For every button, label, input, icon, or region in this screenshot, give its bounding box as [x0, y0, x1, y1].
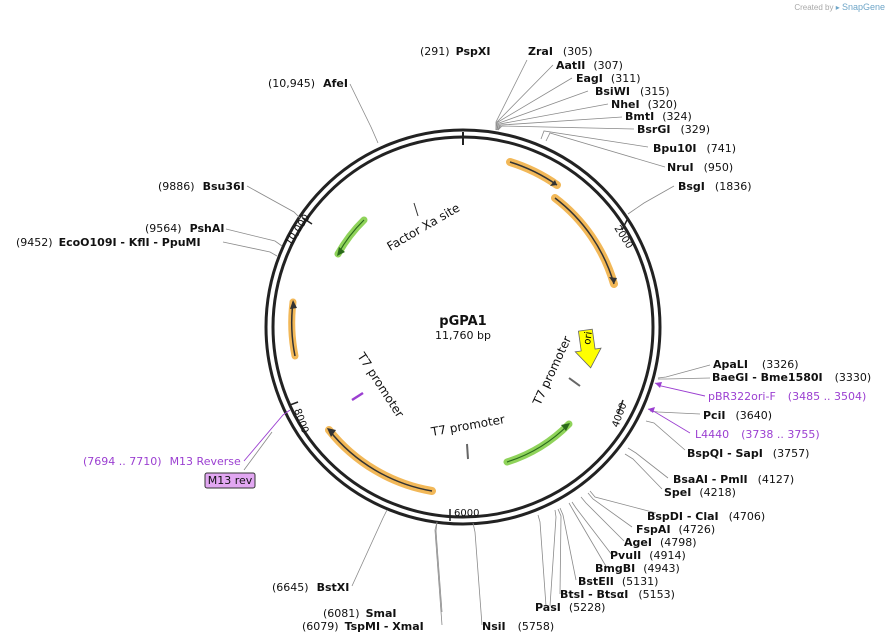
tick-10000 — [302, 217, 313, 225]
enzyme-pvuii: PvuII(4914) — [610, 549, 686, 562]
enzyme-agei: AgeI(4798) — [624, 536, 697, 549]
enzyme-pspxi: (291)PspXI — [420, 45, 490, 58]
feature-arc-3-arrowhead — [327, 428, 336, 437]
tick-8000 — [289, 401, 299, 406]
pbr322-arrow — [655, 382, 662, 388]
enzyme-pasi: PasI(5228) — [535, 601, 605, 614]
enzyme-apali: ApaLI(3326) — [713, 358, 799, 371]
leader-lines-top — [222, 59, 675, 257]
enzyme-zrai: ZraI(305) — [528, 45, 593, 58]
enzyme-baegi: BaeGI - Bme1580I(3330) — [712, 371, 871, 384]
feature-arc-3-arrow — [328, 429, 433, 492]
enzyme-bsu36i: (9886)Bsu36I — [158, 180, 245, 193]
feature-green-2-arrowhead — [561, 423, 570, 431]
m13-badge-leader — [243, 431, 273, 471]
backbone-outer-ring — [264, 128, 662, 526]
feature-arc-3 — [325, 426, 436, 495]
enzyme-ecoo109i: (9452)EcoO109I - KflI - PpuMI — [16, 236, 201, 249]
enzyme-tspmi: (6079)TspMI - XmaI — [302, 620, 424, 633]
feature-green-1 — [334, 216, 368, 258]
tick-2000 — [621, 217, 629, 231]
feature-arc-1-arrowhead — [550, 180, 557, 186]
m13-rev-badge[interactable] — [204, 472, 256, 489]
enzyme-bsgi: BsgI(1836) — [678, 180, 751, 193]
feature-arc-2-arrow — [554, 197, 615, 285]
enzyme-pcii: PciI(3640) — [703, 409, 772, 422]
enzyme-bsiwi: BsiWI(315) — [595, 85, 670, 98]
enzyme-bpu10i: Bpu10I(741) — [653, 142, 736, 155]
credit-prefix: Created by — [794, 3, 834, 12]
t7-marker-bottom — [466, 443, 469, 460]
tick-label-6000: 6000 — [454, 508, 479, 519]
enzyme-aatii: AatII(307) — [556, 59, 623, 72]
enzyme-bmti: BmtI(324) — [625, 110, 692, 123]
feature-green-1-arrowhead — [337, 247, 345, 256]
leader-lines-right — [351, 364, 711, 626]
enzyme-bstxi: (6645)BstXI — [272, 581, 349, 594]
enzyme-eagi: EagI(311) — [576, 72, 641, 85]
feature-label-t7-bottom: T7 promoter — [429, 412, 506, 439]
primer-l4440: L4440(3738 .. 3755) — [695, 428, 820, 441]
plasmid-length: 11,760 bp — [435, 329, 491, 342]
enzyme-nsii: NsiI(5758) — [482, 620, 554, 633]
enzyme-afei: (10,945)AfeI — [268, 77, 348, 90]
enzyme-bsteii: BstEII(5131) — [578, 575, 658, 588]
credit-brand: SnapGene — [841, 2, 885, 12]
t7-marker-right — [568, 377, 581, 387]
enzyme-nrui: NruI(950) — [667, 161, 733, 174]
m13-rev-primer-mark — [351, 391, 364, 402]
enzyme-fspai: FspAI(4726) — [636, 523, 715, 536]
enzyme-smai: (6081)SmaI — [323, 607, 396, 620]
enzyme-spei: SpeI(4218) — [664, 486, 736, 499]
enzyme-nhei: NheI(320) — [611, 98, 677, 111]
primer-m13-reverse: (7694 .. 7710)M13 Reverse — [83, 455, 241, 468]
factor-xa-marker — [413, 202, 419, 217]
enzyme-bsrgi: BsrGI(329) — [637, 123, 710, 136]
feature-label-factor-xa: Factor Xa site — [385, 201, 463, 254]
snapgene-logo-icon: ▸ — [835, 3, 840, 12]
enzyme-bspdi: BspDI - ClaI(4706) — [647, 510, 765, 523]
enzyme-btsi: BtsI - BtsαI(5153) — [560, 588, 675, 601]
enzyme-pshai: (9564)PshAI — [145, 222, 224, 235]
enzyme-bmgbi: BmgBI(4943) — [595, 562, 680, 575]
ori-feature[interactable] — [572, 328, 603, 369]
enzyme-bspqi: BspQI - SapI(3757) — [687, 447, 809, 460]
primer-pbr322ori-f: pBR322ori-F(3485 .. 3504) — [708, 390, 866, 403]
feature-arc-2-arrowhead — [609, 277, 617, 284]
feature-arc-1 — [506, 158, 561, 189]
tick-4000 — [617, 399, 624, 415]
feature-label-t7-left: T7 promoter — [354, 349, 407, 420]
snapgene-credit: Created by ▸ SnapGene — [794, 2, 885, 12]
feature-label-t7-right: T7 promoter — [530, 334, 575, 408]
feature-arc-4-arrowhead — [290, 300, 297, 309]
l4440-arrow — [648, 407, 655, 413]
enzyme-bsaai: BsaAI - PmlI(4127) — [673, 473, 794, 486]
m13-rev-badge-label: M13 rev — [208, 474, 253, 487]
feature-arc-2 — [551, 194, 618, 288]
ori-label: ori — [582, 331, 595, 345]
plasmid-name: pGPA1 — [439, 314, 486, 329]
feature-green-2 — [503, 420, 573, 466]
